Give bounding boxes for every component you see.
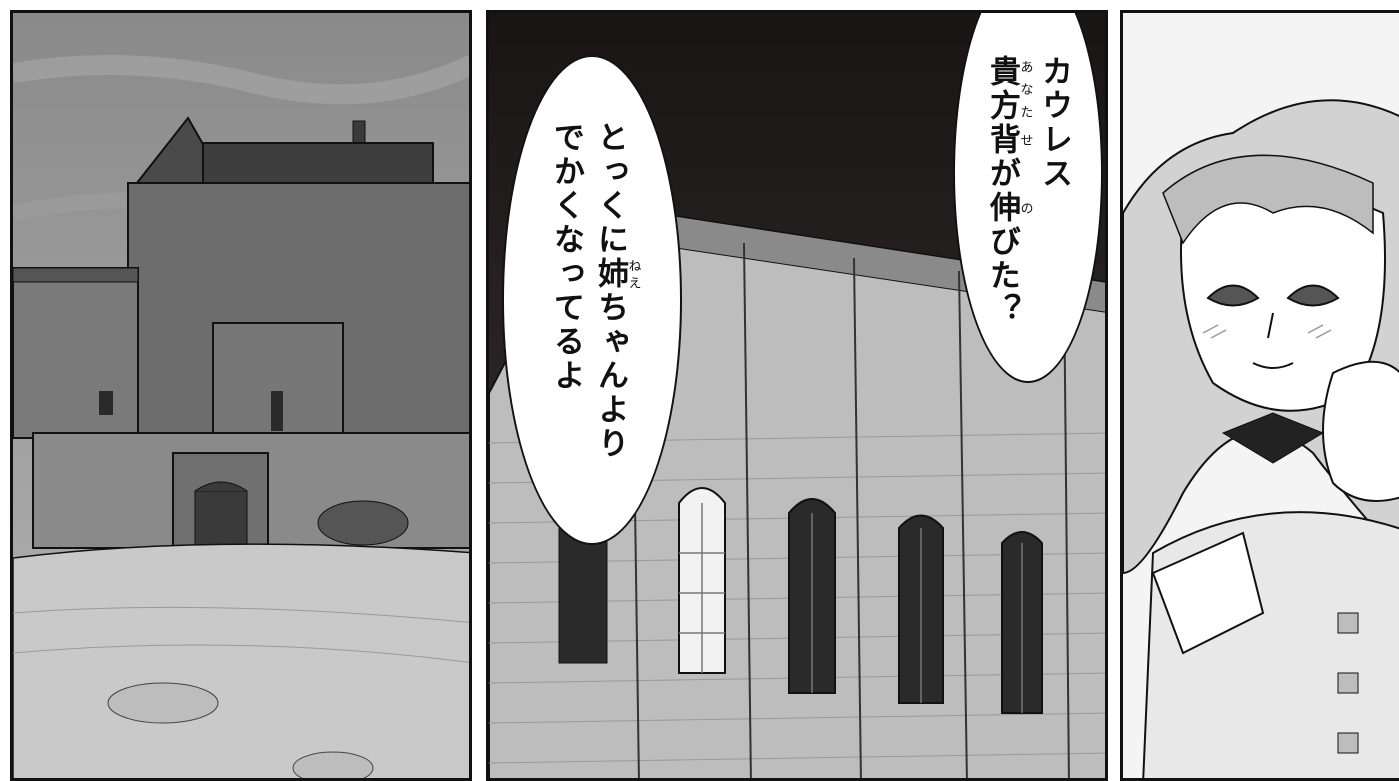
panel-mansion: とっくに姉ねえちゃんより でかくなってるよ カウレス 貴方あなた背せが伸のびた？ xyxy=(486,10,1108,781)
balloon-right-line1: カウレス xyxy=(1036,55,1072,191)
girl-illustration xyxy=(1123,13,1399,778)
balloon-left-line2: でかくなってるよ xyxy=(548,121,584,393)
balloon-left-line1: とっくに姉ねえちゃんより xyxy=(592,121,641,461)
speech-balloon-left: とっくに姉ねえちゃんより でかくなってるよ xyxy=(502,55,682,545)
speech-balloon-right: カウレス 貴方あなた背せが伸のびた？ xyxy=(953,13,1103,383)
panel-girl xyxy=(1120,10,1399,781)
balloon-right-line2: 貴方あなた背せが伸のびた？ xyxy=(984,55,1033,327)
panel-castle xyxy=(10,10,472,781)
castle-illustration xyxy=(13,13,469,778)
